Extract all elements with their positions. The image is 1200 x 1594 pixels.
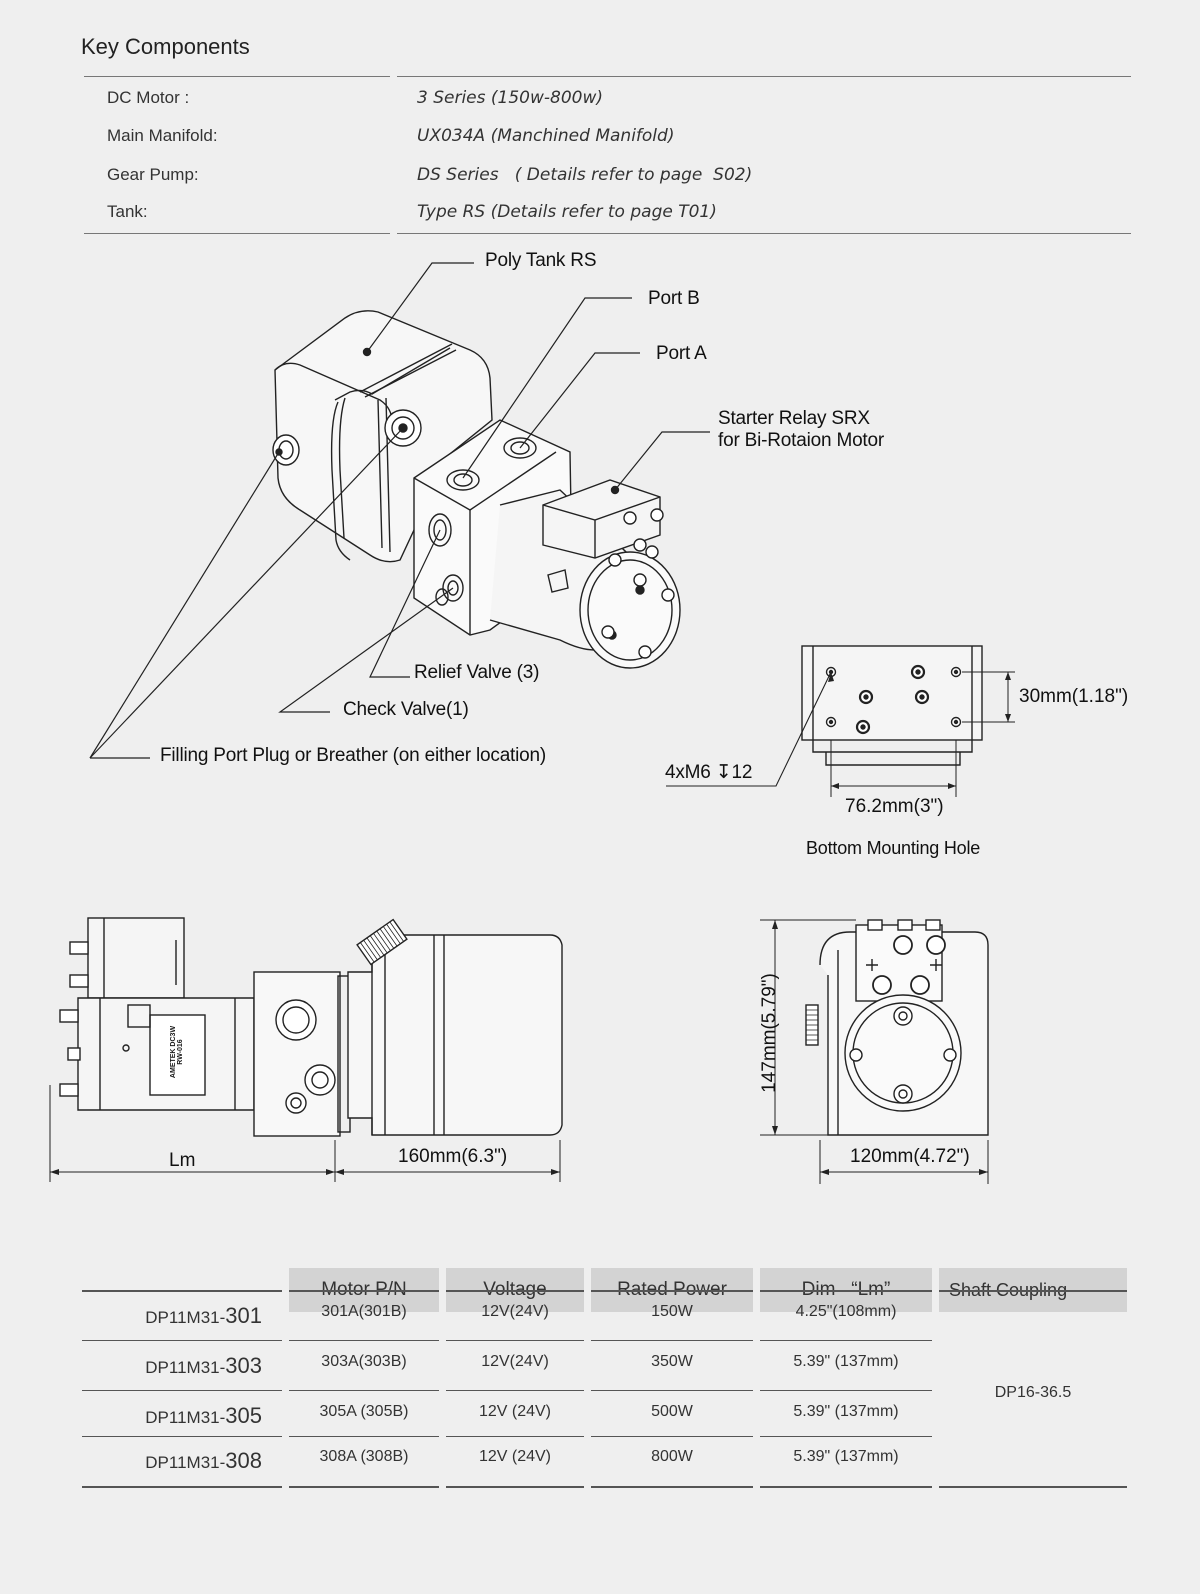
divider [84, 233, 390, 234]
dim-lm: Lm [169, 1150, 196, 1171]
pn-prefix: DP11M31- [145, 1358, 226, 1377]
row-rule [446, 1390, 584, 1391]
callout-relief-valve: Relief Valve (3) [414, 662, 540, 683]
pn-prefix: DP11M31- [145, 1308, 226, 1327]
front-view [760, 919, 989, 1184]
cell-voltage: 12V(24V) [481, 1353, 549, 1370]
kc-value-gear-pump: DS Series ( Details refer to page S02) [417, 165, 753, 185]
callout-starter-relay-sub: for Bi-Rotaion Motor [718, 430, 885, 451]
cell-motor: 303A(303B) [321, 1353, 407, 1370]
pn-suffix: 305 [225, 1403, 262, 1428]
table-bottom-rule [289, 1486, 439, 1488]
cell-power: 800W [651, 1448, 693, 1465]
row-rule [760, 1340, 932, 1341]
table-row-pn: DP11M31-308 [82, 1448, 262, 1474]
cell-voltage: 12V (24V) [478, 1403, 552, 1420]
dim-width: 120mm(4.72") [850, 1146, 970, 1167]
divider [84, 76, 390, 77]
kc-label-manifold: Main Manifold: [107, 126, 218, 145]
table-bottom-rule [446, 1486, 584, 1488]
cell-voltage: 12V (24V) [478, 1448, 552, 1465]
row-rule [82, 1390, 282, 1391]
callout-port-a: Port A [656, 343, 707, 364]
pn-suffix: 301 [225, 1303, 262, 1328]
kc-label-gear-pump: Gear Pump: [107, 165, 199, 184]
kc-value-manifold: UX034A (Manchined Manifold) [417, 126, 675, 146]
dim-hole-spacing-horizontal: 76.2mm(3") [845, 796, 944, 817]
row-rule [289, 1390, 439, 1391]
row-rule [82, 1436, 282, 1437]
section-title: Key Components [81, 34, 250, 59]
row-rule [82, 1290, 282, 1292]
table-bottom-rule [939, 1486, 1127, 1488]
cell-dim: 5.39" (137mm) [793, 1448, 899, 1465]
table-bottom-rule [82, 1486, 282, 1488]
callout-filling-port: Filling Port Plug or Breather (on either… [160, 745, 547, 766]
isometric-power-unit [272, 310, 681, 669]
pn-suffix: 303 [225, 1353, 262, 1378]
dim-height: 147mm(5.79") [759, 973, 780, 1093]
divider [397, 76, 1131, 77]
pn-suffix: 308 [225, 1448, 262, 1473]
motor-nameplate-line2: RW-016 [177, 1039, 184, 1065]
row-rule [289, 1436, 439, 1437]
callout-port-b: Port B [648, 288, 700, 309]
row-rule [760, 1390, 932, 1391]
cell-power: 150W [651, 1303, 693, 1320]
row-rule [289, 1340, 439, 1341]
row-rule [591, 1290, 753, 1292]
callout-mount-thread: 4xM6 ↧12 [665, 761, 752, 784]
row-rule [82, 1340, 282, 1341]
mount-depth-text: 12 [731, 762, 753, 783]
cell-voltage: 12V(24V) [481, 1303, 549, 1320]
row-rule [591, 1340, 753, 1341]
row-rule [446, 1436, 584, 1437]
kc-value-dc-motor: 3 Series (150w-800w) [417, 88, 604, 108]
cell-motor: 308A (308B) [319, 1448, 409, 1465]
depth-symbol-icon: ↧ [715, 762, 732, 783]
cell-shaft-coupling: DP16-36.5 [994, 1384, 1072, 1401]
kc-label-tank: Tank: [107, 202, 148, 221]
motor-nameplate: AMETEK DC3W RW-016 [170, 1015, 184, 1089]
cell-dim: 5.39" (137mm) [793, 1403, 899, 1420]
cell-dim: 5.39" (137mm) [793, 1353, 899, 1370]
cell-motor: 301A(301B) [321, 1303, 407, 1320]
row-rule [760, 1436, 932, 1437]
divider [397, 233, 1131, 234]
mount-thread-text: 4xM6 [665, 762, 716, 783]
row-rule [591, 1436, 753, 1437]
pn-prefix: DP11M31- [145, 1408, 226, 1427]
cell-power: 350W [651, 1353, 693, 1370]
table-bottom-rule [760, 1486, 932, 1488]
mounting-hole-view [666, 645, 1015, 797]
side-view [49, 917, 563, 1182]
pn-prefix: DP11M31- [145, 1453, 226, 1472]
table-bottom-rule [591, 1486, 753, 1488]
motor-nameplate-line1: AMETEK DC3W [170, 1025, 177, 1079]
callout-starter-relay: Starter Relay SRX [718, 408, 870, 429]
cell-dim: 4.25"(108mm) [795, 1303, 897, 1320]
row-rule [289, 1290, 439, 1292]
caption-bottom-mounting-hole: Bottom Mounting Hole [806, 838, 981, 858]
row-rule [591, 1390, 753, 1391]
row-rule [939, 1290, 1127, 1292]
table-row-pn: DP11M31-301 [82, 1303, 262, 1329]
table-row-pn: DP11M31-305 [82, 1403, 262, 1429]
cell-power: 500W [651, 1403, 693, 1420]
cell-motor: 305A (305B) [319, 1403, 409, 1420]
row-rule [760, 1290, 932, 1292]
kc-label-dc-motor: DC Motor : [107, 88, 190, 107]
callout-check-valve: Check Valve(1) [343, 699, 469, 720]
row-rule [446, 1290, 584, 1292]
row-rule [446, 1340, 584, 1341]
table-row-pn: DP11M31-303 [82, 1353, 262, 1379]
dim-hole-spacing-vertical: 30mm(1.18") [1019, 686, 1129, 707]
dim-tank-length: 160mm(6.3") [398, 1146, 508, 1167]
kc-value-tank: Type RS (Details refer to page T01) [417, 202, 717, 222]
callout-poly-tank: Poly Tank RS [485, 250, 597, 271]
